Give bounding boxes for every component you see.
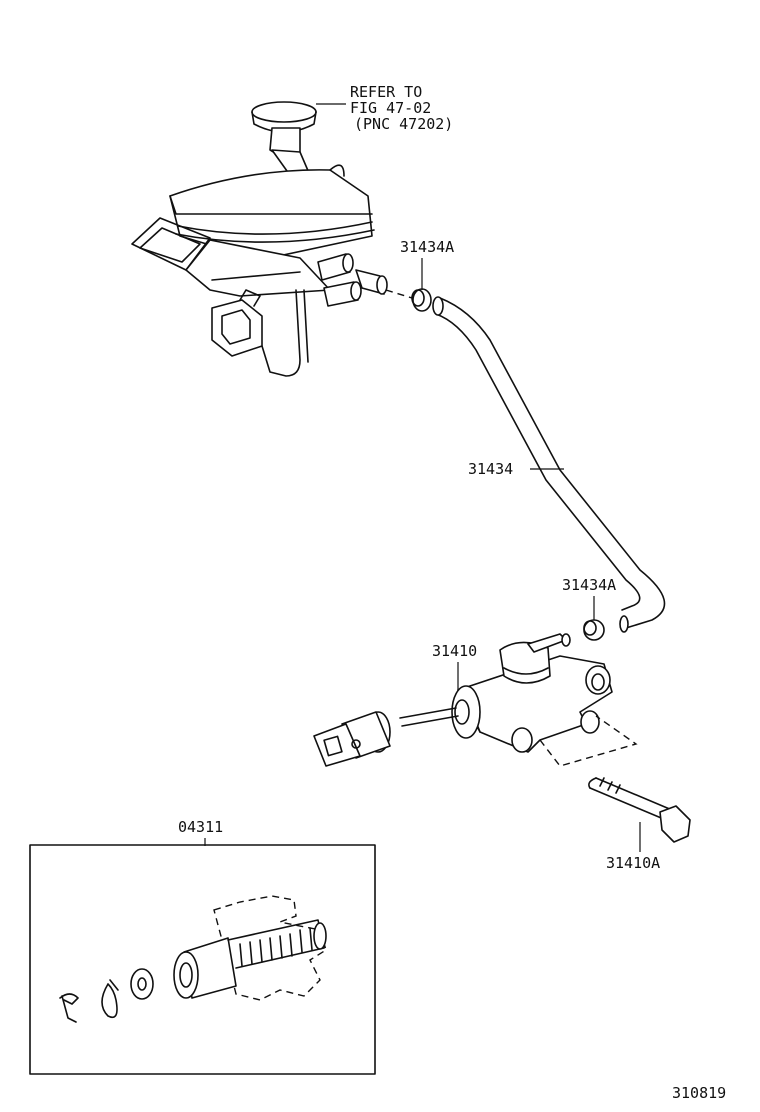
hose-clamp-upper — [385, 288, 432, 312]
figure-number: 310819 — [672, 1084, 726, 1102]
reservoir-tank — [131, 164, 375, 297]
label-31410: 31410 — [432, 642, 477, 660]
bolt — [588, 777, 691, 843]
label-31434a-upper: 31434A — [400, 238, 454, 256]
refer-note-line2: FIG 47-02 — [350, 99, 431, 117]
reservoir-outlet-pipes — [317, 253, 388, 307]
kit-snap-ring — [101, 979, 119, 1019]
bolt-guide-lines — [539, 715, 638, 767]
master-cylinder — [451, 633, 613, 753]
kit-piston-ghost-body — [213, 895, 327, 1001]
repair-kit-box: 04311 — [29, 818, 376, 1075]
part-labels: 31434A 31434 31434A 31410 31410A — [400, 238, 660, 872]
kit-piston — [173, 919, 327, 999]
label-04311: 04311 — [178, 818, 223, 836]
hose — [432, 296, 666, 633]
kit-washer — [130, 968, 154, 1000]
level-sensor-connector — [211, 289, 263, 357]
refer-note-line1: REFER TO — [350, 83, 422, 101]
label-31434a-lower: 31434A — [562, 576, 616, 594]
push-rod — [399, 707, 459, 727]
refer-note-line3: (PNC 47202) — [354, 115, 453, 133]
kit-clip — [59, 993, 79, 1023]
reservoir-bracket-wire — [261, 289, 309, 377]
clevis — [313, 711, 391, 767]
hose-clamp-lower — [583, 619, 605, 641]
label-31410a: 31410A — [606, 854, 660, 872]
reservoir-cap — [251, 101, 317, 157]
refer-note: REFER TO FIG 47-02 (PNC 47202) — [316, 83, 453, 133]
label-31434: 31434 — [468, 460, 513, 478]
